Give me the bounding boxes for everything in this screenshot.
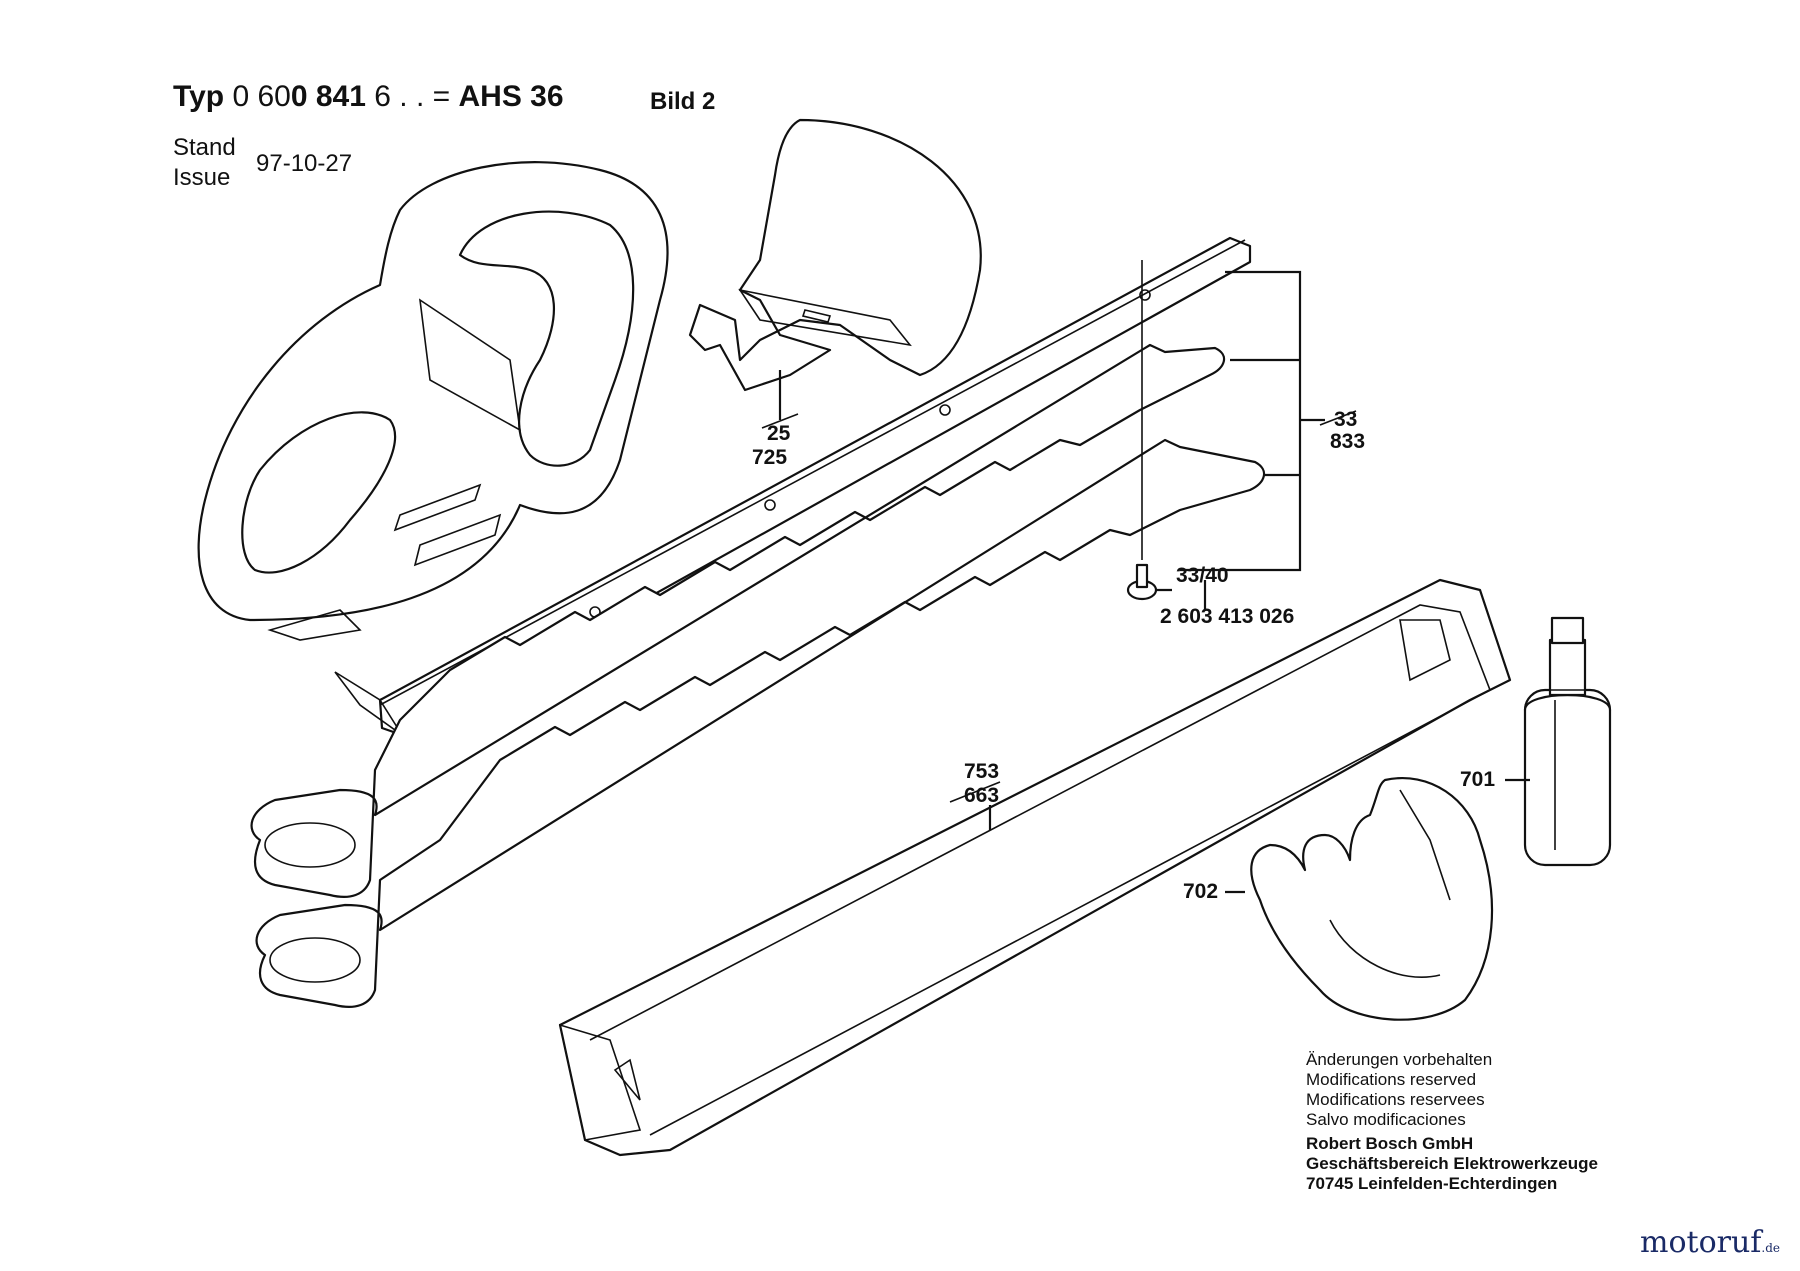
type-suffix: 6 . . = bbox=[365, 80, 459, 113]
bild-label: Bild 2 bbox=[650, 88, 716, 115]
watermark-name: motoruf bbox=[1640, 1225, 1762, 1260]
screw bbox=[1126, 260, 1158, 601]
model-name: AHS 36 bbox=[458, 80, 564, 113]
type-bold: 0 841 bbox=[290, 80, 366, 113]
notes-line-de: Änderungen vorbehalten bbox=[1306, 1050, 1493, 1069]
company-name: Robert Bosch GmbH bbox=[1306, 1134, 1474, 1153]
part-725-old-number: 25 bbox=[767, 422, 791, 445]
stand-label: Stand bbox=[173, 134, 236, 161]
part-701-label: 701 bbox=[1460, 768, 1496, 791]
upper-blade bbox=[250, 343, 1226, 898]
part-number-2603413026: 2 603 413 026 bbox=[1160, 605, 1295, 628]
callout-leaders bbox=[761, 270, 1530, 894]
oil-bottle bbox=[1523, 616, 1612, 867]
blade-rail bbox=[334, 236, 1252, 737]
part-833-old-number: 33 bbox=[1334, 408, 1358, 431]
notes-line-es: Salvo modificaciones bbox=[1306, 1110, 1466, 1129]
issue-date: 97-10-27 bbox=[256, 150, 353, 177]
part-833-label: 833 bbox=[1330, 430, 1366, 453]
type-heading: Typ 0 600 841 6 . . = AHS 36 bbox=[173, 80, 564, 114]
lower-blade bbox=[255, 438, 1266, 1008]
part-753-old-number: 663 bbox=[964, 784, 1000, 807]
gloves bbox=[1250, 777, 1494, 1021]
watermark-tld: .de bbox=[1761, 1241, 1781, 1255]
company-division: Geschäftsbereich Elektrowerkzeuge bbox=[1306, 1154, 1598, 1173]
part-33-40-label: 33/40 bbox=[1176, 564, 1229, 587]
watermark-logo: motoruf.de bbox=[1640, 1225, 1780, 1260]
stand-issue-label: Stand Issue bbox=[173, 133, 236, 193]
typ-label: Typ bbox=[173, 80, 225, 113]
part-702-label: 702 bbox=[1183, 880, 1219, 903]
part-725-label: 725 bbox=[752, 446, 788, 469]
notes-line-fr: Modifications reservees bbox=[1306, 1090, 1485, 1109]
notes-block: Änderungen vorbehalten Modifications res… bbox=[1306, 1050, 1598, 1194]
motor-housing bbox=[197, 161, 669, 641]
hand-guard bbox=[688, 118, 982, 392]
notes-line-en: Modifications reserved bbox=[1306, 1070, 1477, 1089]
company-address: 70745 Leinfelden-Echterdingen bbox=[1306, 1174, 1558, 1193]
issue-label: Issue bbox=[173, 164, 231, 191]
blade-sheath bbox=[558, 578, 1512, 1157]
type-prefix: 0 60 bbox=[232, 80, 291, 113]
part-753-label: 753 bbox=[964, 760, 1000, 783]
